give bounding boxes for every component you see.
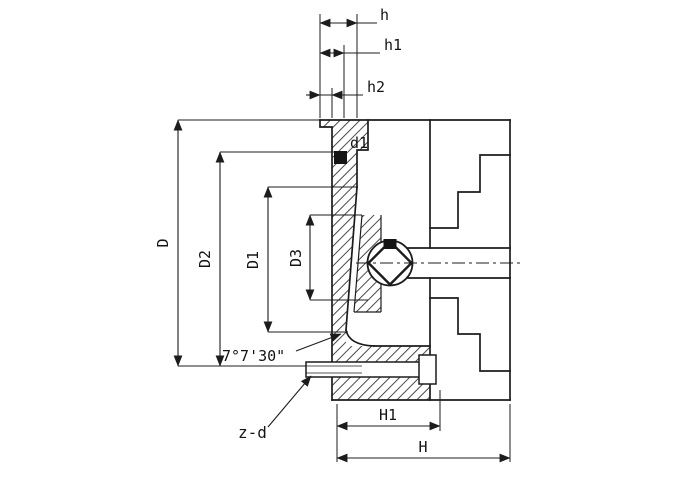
label-D2: D2 (196, 250, 214, 268)
label-angle: 7°7'30" (222, 347, 285, 365)
dimension-D3: D3 (287, 214, 315, 301)
d1-hole-section (334, 151, 347, 164)
label-D1: D1 (244, 251, 262, 269)
pinion-socket (366, 239, 414, 287)
label-z-d: z-d (238, 423, 267, 442)
top-jaw-steps (429, 154, 511, 229)
bolt-head (418, 354, 437, 385)
bolt-thread-lines (306, 365, 362, 374)
label-D: D (154, 238, 172, 247)
dimension-D2: D2 (196, 151, 225, 367)
label-H1: H1 (379, 406, 397, 424)
dimension-D1: D1 (244, 186, 273, 333)
label-h1: h1 (384, 36, 402, 54)
dimension-H: H (336, 438, 511, 463)
bolt-callout: z-d (238, 375, 312, 442)
web-section-upper (332, 346, 430, 362)
web-section-lower (332, 377, 430, 400)
bottom-jaw-steps (429, 297, 511, 372)
bolt-shank (305, 361, 433, 378)
mounting-bolt (305, 354, 437, 385)
dimension-h1: h1 (319, 36, 402, 58)
label-h: h (380, 6, 389, 24)
dimension-h: h (319, 6, 389, 28)
label-H: H (418, 438, 427, 456)
extension-lines (178, 14, 511, 462)
dimension-H1: H1 (336, 406, 441, 431)
dimension-D: D (154, 119, 183, 367)
keyway-section (383, 239, 397, 249)
label-d1: d1 (350, 134, 368, 152)
angle-annotation: 7°7'30" (222, 333, 342, 365)
label-h2: h2 (367, 78, 385, 96)
label-D3: D3 (287, 249, 305, 267)
dimension-h2: h2 (306, 78, 385, 100)
